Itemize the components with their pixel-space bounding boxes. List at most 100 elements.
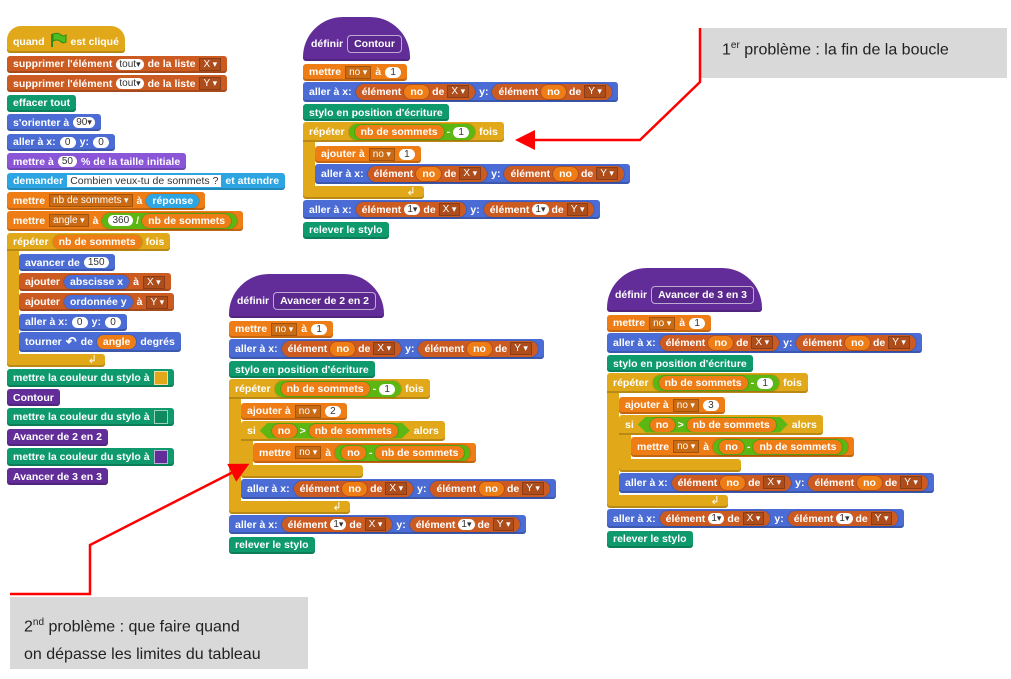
command-block-data[interactable]: mettrenoà1 xyxy=(607,314,712,332)
variable-dropdown[interactable]: X xyxy=(751,336,774,349)
variable-dropdown[interactable]: Y xyxy=(492,518,515,531)
number-dropdown[interactable]: 1 xyxy=(836,513,853,524)
text-input[interactable]: Combien veux-tu de sommets ? xyxy=(67,175,222,187)
command-block-custom[interactable]: Contour xyxy=(7,389,60,406)
reporter-motion[interactable]: ordonnée y xyxy=(64,295,133,309)
variable-dropdown[interactable]: no xyxy=(649,316,676,330)
variable-dropdown[interactable]: no xyxy=(345,65,372,79)
command-block-pen[interactable]: stylo en position d'écriture xyxy=(229,361,375,378)
variable-dropdown[interactable]: no xyxy=(368,147,395,161)
reporter-data[interactable]: no xyxy=(708,335,734,350)
number-input[interactable]: 360 xyxy=(108,215,134,226)
command-block-pen[interactable]: relever le stylo xyxy=(607,530,693,548)
number-dropdown[interactable]: tout xyxy=(116,58,144,70)
reporter-data[interactable]: no xyxy=(553,166,578,181)
reporter-list[interactable]: élément1deY xyxy=(787,511,899,526)
number-input[interactable]: 1 xyxy=(453,126,470,138)
number-input[interactable]: 0 xyxy=(92,136,109,148)
reporter-sensing[interactable]: réponse xyxy=(146,193,200,208)
variable-dropdown[interactable]: Y xyxy=(146,295,169,309)
variable-dropdown[interactable]: no xyxy=(295,446,322,459)
number-dropdown[interactable]: 1 xyxy=(330,519,347,530)
variable-dropdown[interactable]: X xyxy=(447,85,470,98)
reporter-op[interactable]: no-nb de sommets xyxy=(335,444,471,461)
command-block-pen[interactable]: mettre la couleur du stylo à xyxy=(7,408,174,426)
reporter-op[interactable]: nb de sommets-1 xyxy=(652,375,780,391)
reporter-data[interactable]: nb de sommets xyxy=(309,424,398,438)
reporter-data[interactable]: no xyxy=(330,341,356,356)
variable-dropdown[interactable]: X xyxy=(373,342,396,355)
number-dropdown[interactable]: 1 xyxy=(404,204,421,215)
number-input[interactable]: 1 xyxy=(689,317,706,329)
variable-dropdown[interactable]: no xyxy=(294,404,321,418)
reporter-data[interactable]: no xyxy=(416,166,442,181)
variable-dropdown[interactable]: Y xyxy=(596,167,618,180)
color-swatch[interactable] xyxy=(153,410,168,424)
reporter-data[interactable]: no xyxy=(650,418,675,432)
boolean-op[interactable]: no>nb de sommets xyxy=(638,417,788,433)
number-input[interactable]: 3 xyxy=(702,399,719,411)
reporter-data[interactable]: nb de sommets xyxy=(687,418,776,432)
color-swatch[interactable] xyxy=(153,370,168,385)
number-dropdown[interactable]: 90 xyxy=(73,117,95,128)
reporter-list[interactable]: élément1deX xyxy=(281,517,393,532)
reporter-list[interactable]: élément1deX xyxy=(659,511,771,526)
variable-dropdown[interactable]: X xyxy=(438,203,461,216)
reporter-data[interactable]: no xyxy=(720,475,746,490)
number-input[interactable]: 50 xyxy=(57,156,77,167)
number-input[interactable]: 0 xyxy=(59,136,76,148)
reporter-data[interactable]: no xyxy=(845,335,870,350)
reporter-data[interactable]: no xyxy=(719,439,744,454)
reporter-data[interactable]: nb de sommets xyxy=(354,125,444,139)
command-block-data[interactable]: mettrenoàno-nb de sommets xyxy=(631,436,855,457)
variable-dropdown[interactable]: no xyxy=(673,440,700,453)
command-block-motion[interactable]: aller à x:élément1deXy:élément1deY xyxy=(303,200,601,219)
command-block-motion[interactable]: aller à x:élément1deXy:élément1deY xyxy=(607,509,905,528)
reporter-data[interactable]: nb de sommets xyxy=(280,382,370,396)
command-block-data[interactable]: mettrenoàno-nb de sommets xyxy=(253,442,477,463)
reporter-data[interactable]: no xyxy=(272,424,297,438)
number-input[interactable]: 1 xyxy=(398,148,415,160)
command-block-data[interactable]: mettrenoà1 xyxy=(303,63,408,81)
reporter-motion[interactable]: abscisse x xyxy=(64,275,130,289)
variable-dropdown[interactable]: Y xyxy=(584,85,606,98)
number-input[interactable]: 2 xyxy=(324,405,341,417)
variable-dropdown[interactable]: no xyxy=(271,322,298,336)
variable-dropdown[interactable]: X xyxy=(763,476,786,489)
variable-dropdown[interactable]: X xyxy=(199,57,222,71)
reporter-op[interactable]: nb de sommets-1 xyxy=(348,124,476,140)
reporter-list[interactable]: élément1deY xyxy=(483,202,595,217)
number-input[interactable]: 1 xyxy=(311,323,328,335)
reporter-list[interactable]: élément1deX xyxy=(355,202,467,217)
variable-dropdown[interactable]: X xyxy=(742,512,765,525)
reporter-op[interactable]: 360/nb de sommets xyxy=(102,212,238,229)
boolean-op[interactable]: no>nb de sommets xyxy=(260,423,410,439)
command-block-custom[interactable]: Avancer de 2 en 2 xyxy=(7,428,108,446)
reporter-data[interactable]: no xyxy=(342,481,368,496)
